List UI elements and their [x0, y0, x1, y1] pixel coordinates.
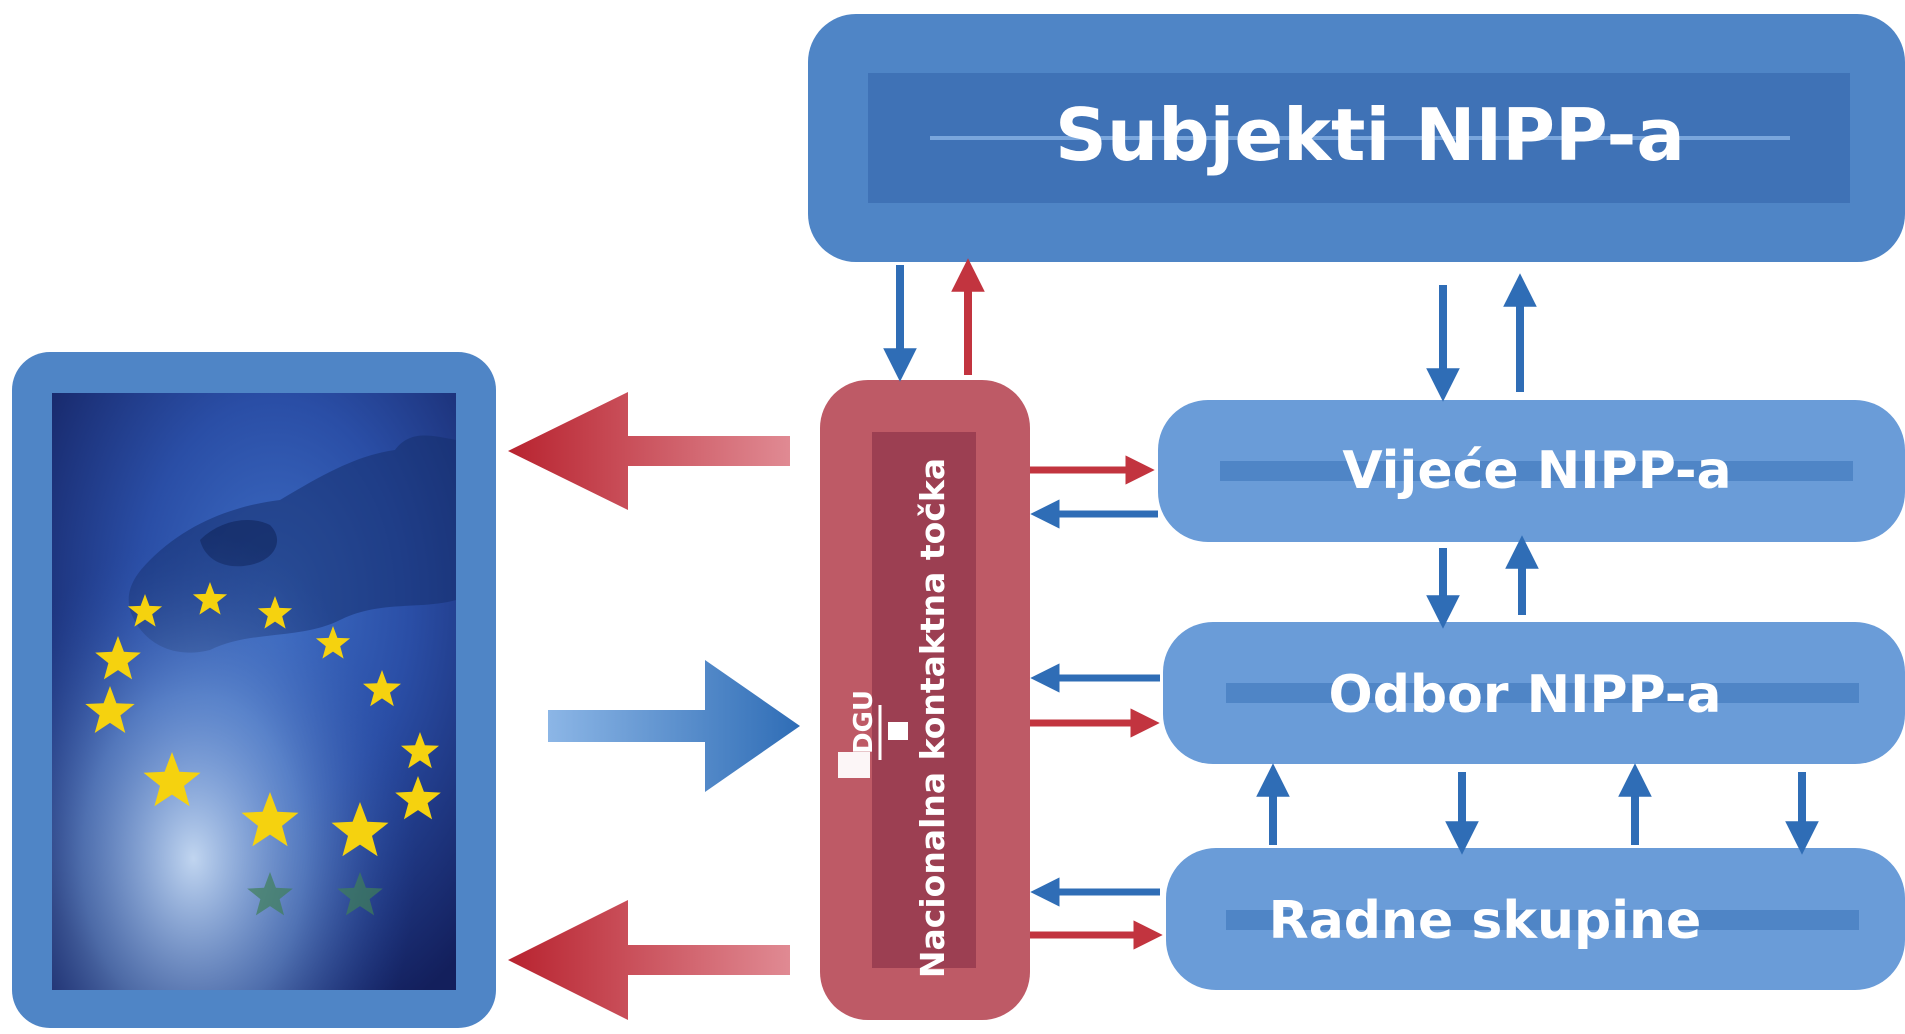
eu-star-icon: [127, 594, 163, 627]
eu-star-icon: [401, 732, 439, 769]
subjekti-label: Subjekti NIPP-a: [1055, 93, 1685, 177]
eu-panel: [12, 352, 496, 1028]
eu-star-icon: [247, 872, 293, 916]
radne-label: Radne skupine: [1269, 891, 1702, 951]
nkt-box: Nacionalna kontaktna točka DGU: [820, 380, 1030, 1020]
eu-stars: [85, 582, 441, 916]
eu-star-icon: [85, 686, 135, 733]
eu-star-icon: [95, 636, 141, 680]
vijece-box: Vijeće NIPP-a: [1158, 400, 1905, 542]
red-arrow-to-eu-top: [508, 392, 790, 510]
eu-star-icon: [241, 792, 299, 847]
subjekti-box: Subjekti NIPP-a: [808, 14, 1905, 262]
radne-box: Radne skupine: [1166, 848, 1905, 990]
dgu-logo: DGU: [838, 690, 908, 778]
eu-star-icon: [315, 626, 351, 659]
dgu-logo-text: DGU: [849, 690, 879, 754]
eu-star-icon: [395, 776, 441, 820]
eu-star-icon: [192, 582, 228, 615]
eu-star-icon: [143, 752, 201, 807]
nkt-label: Nacionalna kontaktna točka: [913, 458, 952, 978]
eu-star-icon: [337, 872, 383, 916]
eu-arrows: [508, 392, 800, 1020]
eu-star-icon: [257, 596, 293, 629]
eu-star-icon: [363, 670, 401, 707]
blue-arrow-from-eu: [548, 660, 800, 792]
eu-star-icon: [331, 802, 389, 857]
odbor-box: Odbor NIPP-a: [1163, 622, 1905, 764]
odbor-label: Odbor NIPP-a: [1329, 665, 1722, 725]
radne-bar: [1226, 910, 1859, 930]
vijece-label: Vijeće NIPP-a: [1342, 441, 1731, 501]
odbor-bar: [1226, 683, 1859, 703]
connector-arrows: [883, 258, 1819, 950]
nkt-inner: [872, 432, 976, 968]
red-arrow-to-eu-bottom: [508, 900, 790, 1020]
vijece-bar: [1220, 461, 1853, 481]
